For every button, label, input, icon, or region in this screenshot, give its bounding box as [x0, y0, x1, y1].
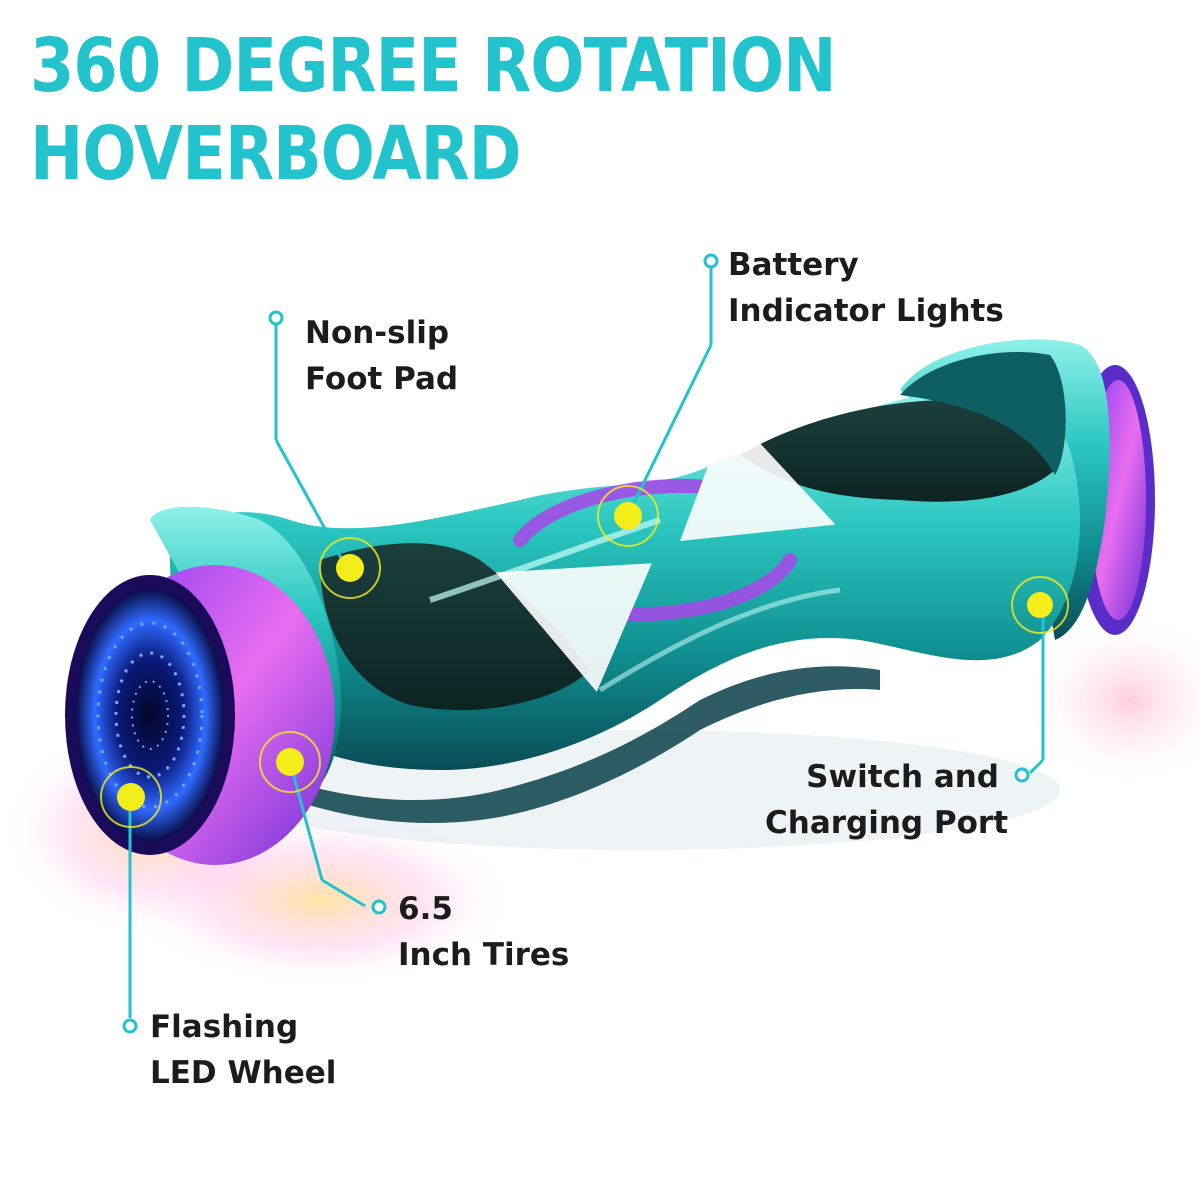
callout-label: Battery — [728, 247, 859, 283]
callout-label: 6.5 — [398, 891, 453, 927]
callout-non-slip-foot-pad: Non-slip Foot Pad — [305, 310, 458, 402]
callout-label: Flashing — [150, 1009, 299, 1045]
title-line-2: HOVERBOARD — [30, 111, 522, 197]
left-wheel — [65, 565, 335, 865]
callout-label: Indicator Lights — [728, 293, 1004, 329]
callout-label: Inch Tires — [398, 937, 570, 973]
callout-label: LED Wheel — [150, 1055, 337, 1091]
callout-flashing-led-wheel: Flashing LED Wheel — [150, 1004, 336, 1096]
callout-tire-size: 6.5 Inch Tires — [398, 886, 569, 978]
feature-markers — [100, 485, 1069, 828]
callout-label: Charging Port — [765, 805, 1009, 841]
callout-label: Switch and — [806, 759, 999, 795]
callout-switch-and-charging-port: Switch and Charging Port — [765, 754, 1009, 846]
callout-label: Non-slip — [305, 315, 450, 351]
page-title: 360 DEGREE ROTATION HOVERBOARD — [30, 22, 837, 198]
callout-leader-lines — [122, 253, 1045, 1034]
callout-battery-indicator-lights: Battery Indicator Lights — [728, 242, 1004, 334]
title-line-1: 360 DEGREE ROTATION — [30, 23, 837, 109]
rotation-arrows — [495, 409, 836, 692]
callout-label: Foot Pad — [305, 361, 459, 397]
